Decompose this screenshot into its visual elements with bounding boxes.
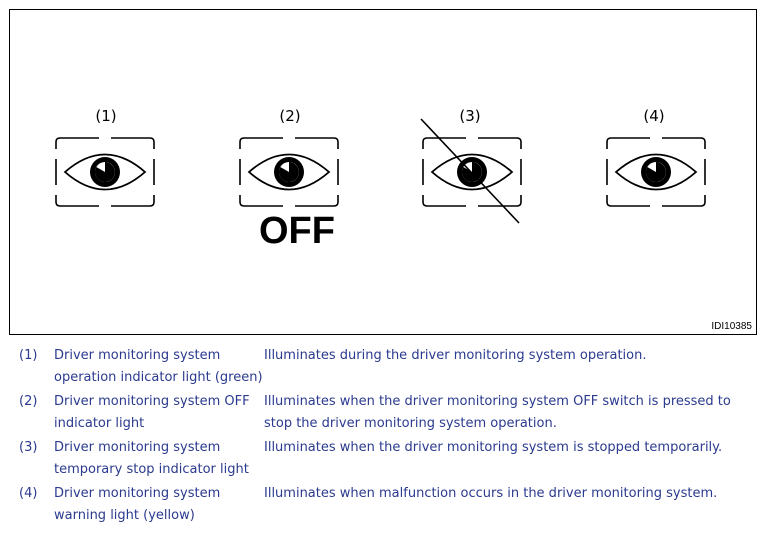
legend-name: Driver monitoring system operation indic… (54, 348, 263, 385)
figure-label-2: (2) (279, 107, 301, 125)
legend-description: Illuminates when the driver monitoring s… (264, 440, 723, 455)
off-indicator-eye-icon (239, 137, 339, 207)
legend-description: Illuminates when the driver monitoring s… (264, 394, 731, 431)
legend-row: (1) Driver monitoring system operation i… (9, 345, 757, 389)
legend-number: (2) (19, 394, 38, 409)
legend-row: (3) Driver monitoring system temporary s… (9, 437, 757, 481)
legend-description: Illuminates during the driver monitoring… (264, 348, 647, 363)
off-text: OFF (259, 210, 335, 252)
legend-name: Driver monitoring system temporary stop … (54, 440, 249, 477)
warning-light-eye-icon (606, 137, 706, 207)
legend-name: Driver monitoring system OFF indicator l… (54, 394, 250, 431)
legend-row: (2) Driver monitoring system OFF indicat… (9, 391, 757, 435)
legend-number: (1) (19, 348, 38, 363)
figure-label-4: (4) (643, 107, 665, 125)
legend-name: Driver monitoring system warning light (… (54, 486, 221, 523)
figure-id: IDI10385 (711, 321, 752, 332)
operation-indicator-eye-icon (55, 137, 155, 207)
figure-label-1: (1) (95, 107, 117, 125)
legend-row: (4) Driver monitoring system warning lig… (9, 483, 757, 527)
legend-number: (4) (19, 486, 38, 501)
legend-description: Illuminates when malfunction occurs in t… (264, 486, 718, 501)
indicator-figure: (1) (2) (3) (4) (9, 9, 757, 335)
legend-number: (3) (19, 440, 38, 455)
cross-out-line (420, 118, 520, 224)
legend-table: (1) Driver monitoring system operation i… (9, 345, 757, 527)
figure-label-3: (3) (459, 107, 481, 125)
